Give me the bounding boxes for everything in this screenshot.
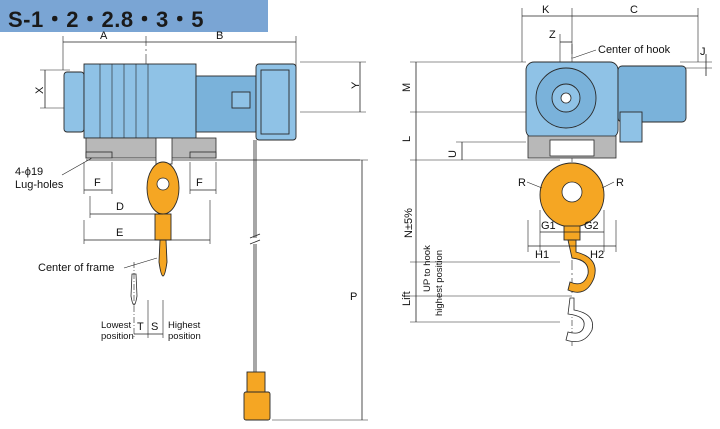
trolley-frame bbox=[85, 137, 217, 159]
dim-m: M bbox=[401, 83, 413, 92]
dim-r-left: R bbox=[518, 177, 526, 189]
cable-gland bbox=[619, 111, 643, 143]
dim-h2: H2 bbox=[590, 249, 604, 261]
dim-d: D bbox=[116, 201, 124, 213]
front-hook-lowest-ghost bbox=[565, 297, 593, 343]
dim-a: A bbox=[100, 30, 108, 42]
junction-box bbox=[231, 91, 251, 109]
dim-u: U bbox=[447, 150, 459, 158]
lug-holes-label: Lug-holes bbox=[15, 179, 64, 191]
hook-shank bbox=[154, 213, 172, 241]
end-cap bbox=[63, 71, 85, 133]
hook-side bbox=[158, 239, 168, 277]
control-box-panel bbox=[260, 69, 290, 135]
highest-position-label-1: Highest bbox=[168, 320, 201, 331]
front-frame-window bbox=[549, 139, 595, 157]
lowest-position-label-2: position bbox=[101, 331, 134, 342]
dim-p: P bbox=[350, 291, 357, 303]
title-bar: S-1・2・2.8・3・5 bbox=[0, 0, 268, 32]
dim-r-right: R bbox=[616, 177, 624, 189]
dim-g2: G2 bbox=[584, 220, 599, 232]
center-of-hook-label: Center of hook bbox=[598, 44, 671, 56]
model-title: S-1・2・2.8・3・5 bbox=[8, 7, 205, 32]
center-of-frame-label: Center of frame bbox=[38, 262, 114, 274]
highest-position-label-2: position bbox=[168, 331, 201, 342]
side-view: A B X Y 4-ϕ19 Lug-holes bbox=[15, 30, 368, 421]
pendant-top bbox=[246, 371, 266, 395]
drum-axle bbox=[560, 92, 572, 104]
dim-y: Y bbox=[350, 81, 362, 89]
front-sheave bbox=[561, 181, 583, 203]
dim-b: B bbox=[216, 30, 223, 42]
dim-h1: H1 bbox=[535, 249, 549, 261]
front-motor-box bbox=[617, 65, 687, 123]
dim-f-left: F bbox=[94, 177, 101, 189]
dim-n: N±5% bbox=[403, 208, 415, 238]
dim-x: X bbox=[34, 86, 46, 94]
lug-holes-leader bbox=[61, 157, 93, 176]
rope-break-mark bbox=[249, 233, 261, 245]
dim-z: Z bbox=[549, 29, 556, 41]
dim-f-right: F bbox=[196, 177, 203, 189]
front-hook bbox=[567, 239, 596, 293]
lowest-position-label-1: Lowest bbox=[101, 320, 131, 331]
lug-right bbox=[189, 151, 217, 159]
lug-holes-spec: 4-ϕ19 bbox=[15, 166, 43, 178]
dim-k: K bbox=[542, 4, 550, 16]
front-hook-neck bbox=[563, 225, 581, 241]
dim-g1: G1 bbox=[541, 220, 556, 232]
center-of-frame-leader bbox=[123, 257, 158, 269]
dim-l: L bbox=[401, 136, 413, 142]
up-to-hook-label-1: UP to hook bbox=[422, 245, 433, 292]
lug-left bbox=[85, 151, 113, 159]
hook-pin bbox=[156, 177, 170, 191]
dim-j: J bbox=[700, 46, 706, 58]
dim-s: S bbox=[151, 321, 158, 333]
rope-drum-block bbox=[155, 137, 173, 165]
front-view: K C Z Center of hook J M L U bbox=[401, 4, 712, 346]
dim-c: C bbox=[630, 4, 638, 16]
dim-lift: Lift bbox=[401, 291, 413, 306]
motor-housing bbox=[83, 63, 197, 139]
up-to-hook-label-2: highest position bbox=[434, 250, 445, 316]
pendant-switch bbox=[243, 391, 271, 421]
dim-t: T bbox=[137, 321, 144, 333]
dim-e: E bbox=[116, 227, 123, 239]
center-of-hook-leader bbox=[572, 49, 597, 59]
